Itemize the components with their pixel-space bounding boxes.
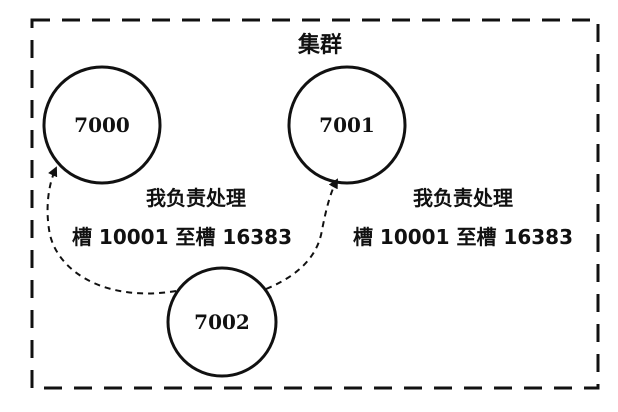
node-7002-label: 7002 (194, 310, 250, 334)
node-7000-label: 7000 (74, 113, 130, 137)
node-7001: 7001 (287, 65, 407, 185)
node-7002-circle (166, 266, 278, 378)
slot-note-right-line1: 我负责处理 (413, 186, 513, 210)
node-7000-circle (42, 65, 162, 185)
slot-note-left-line1: 我负责处理 (146, 186, 246, 210)
node-7002: 7002 (166, 266, 278, 378)
slot-note-left-line2: 槽 10001 至槽 16383 (72, 225, 292, 249)
cluster-boundary (30, 18, 600, 390)
cluster-title: 集群 (297, 32, 342, 58)
node-7001-label: 7001 (319, 113, 375, 137)
slot-note-left: 我负责处理 槽 10001 至槽 16383 (72, 186, 292, 249)
node-7000: 7000 (42, 65, 162, 185)
node-7001-circle (287, 65, 407, 185)
slot-note-right-line2: 槽 10001 至槽 16383 (353, 225, 573, 249)
arrow-7002-to-7001 (265, 178, 338, 290)
slot-note-right: 我负责处理 槽 10001 至槽 16383 (353, 186, 573, 249)
arrow-7002-to-7000 (46, 166, 177, 295)
